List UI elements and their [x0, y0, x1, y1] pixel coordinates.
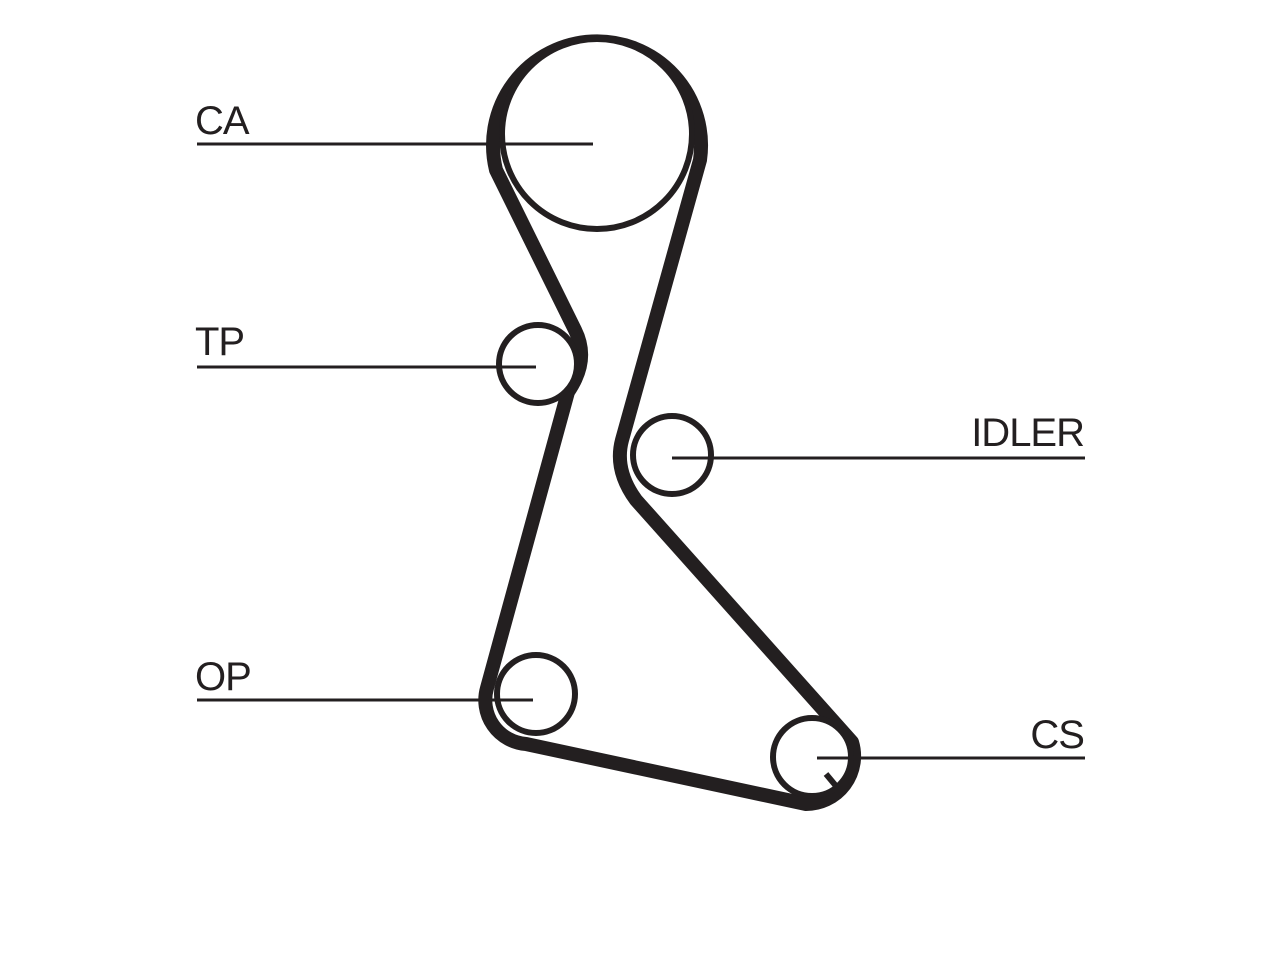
- label-cs: CS: [1030, 713, 1084, 757]
- pulley-tp-tensioner: [496, 322, 580, 406]
- label-idler: IDLER: [971, 411, 1084, 455]
- pulley-op-oil-pump: [494, 652, 578, 736]
- pulley-idler: [630, 413, 714, 497]
- pulley-ca-camshaft: [499, 36, 695, 232]
- cs-timing-mark: [823, 772, 839, 788]
- label-ca: CA: [195, 99, 250, 143]
- label-tp: TP: [195, 320, 244, 364]
- label-op: OP: [195, 655, 251, 699]
